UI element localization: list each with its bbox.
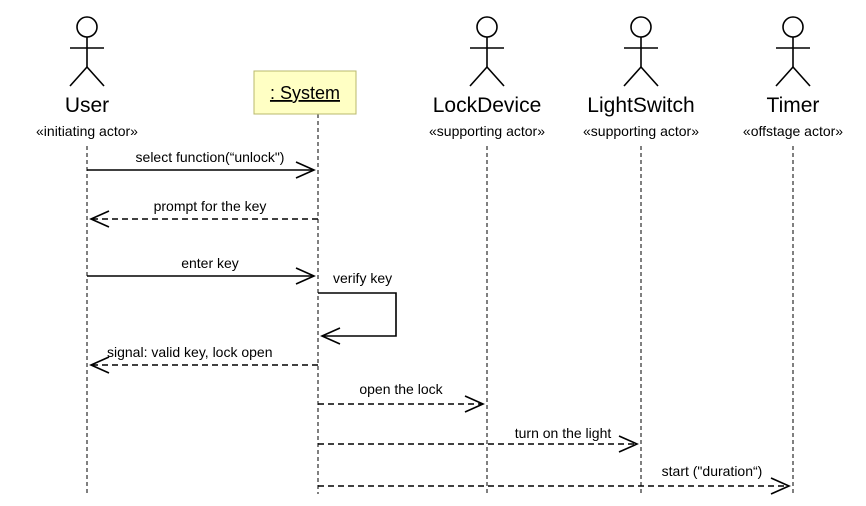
actor-name: User xyxy=(65,94,109,117)
message-label: verify key xyxy=(333,270,392,286)
actor-stereotype: «supporting actor» xyxy=(429,123,545,139)
message-label: signal: valid key, lock open xyxy=(107,344,273,360)
message-signal-valid-key: signal: valid key, lock open xyxy=(89,344,318,374)
message-turn-on-light: turn on the light xyxy=(318,425,639,453)
message-label: start ("duration“) xyxy=(662,463,763,479)
stick-figure-icon xyxy=(623,16,659,87)
message-enter-key: enter key xyxy=(87,255,316,285)
system-object-label: : System xyxy=(270,83,340,103)
message-arrow-line xyxy=(318,292,397,337)
stick-figure-icon xyxy=(775,16,811,87)
arrowhead-icon xyxy=(89,210,110,228)
arrowhead-icon xyxy=(89,356,110,374)
actor-name: LightSwitch xyxy=(587,94,694,117)
arrowhead-icon xyxy=(464,395,485,413)
stick-figure-icon xyxy=(469,16,505,87)
arrowhead-icon xyxy=(295,267,316,285)
actor-lockdevice: LockDevice «supporting actor» xyxy=(429,16,545,139)
message-verify-key: verify key xyxy=(318,270,397,345)
arrowhead-icon xyxy=(320,327,341,345)
stick-figure-icon xyxy=(69,16,105,87)
actor-stereotype: «offstage actor» xyxy=(743,123,843,139)
actor-name: LockDevice xyxy=(433,94,542,117)
arrowhead-icon xyxy=(770,477,791,495)
arrowhead-icon xyxy=(618,435,639,453)
message-select-function: select function(“unlock") xyxy=(87,149,316,179)
message-label: open the lock xyxy=(359,381,443,397)
system-object: : System xyxy=(253,70,357,115)
actor-user: User «initiating actor» xyxy=(36,16,138,139)
actor-lightswitch: LightSwitch «supporting actor» xyxy=(583,16,699,139)
message-label: enter key xyxy=(181,255,239,271)
actor-timer: Timer «offstage actor» xyxy=(743,16,843,139)
message-label: select function(“unlock") xyxy=(136,149,285,165)
message-open-lock: open the lock xyxy=(318,381,485,413)
message-start-duration: start ("duration“) xyxy=(318,463,791,495)
actor-stereotype: «initiating actor» xyxy=(36,123,138,139)
actor-name: Timer xyxy=(767,94,820,117)
arrowhead-icon xyxy=(295,161,316,179)
message-label: turn on the light xyxy=(515,425,612,441)
message-prompt-for-key: prompt for the key xyxy=(89,198,318,228)
actor-stereotype: «supporting actor» xyxy=(583,123,699,139)
system-object-box xyxy=(253,70,357,115)
message-label: prompt for the key xyxy=(154,198,267,214)
